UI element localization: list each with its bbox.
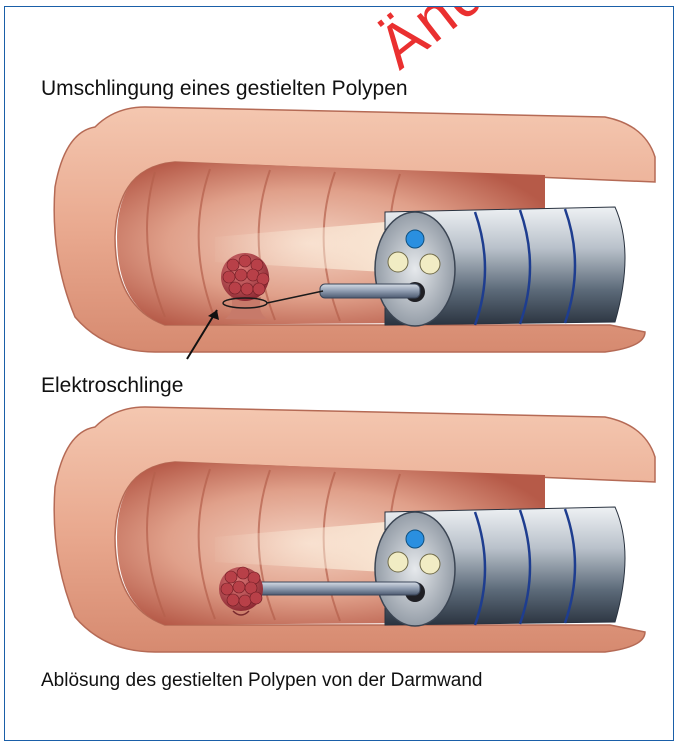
snare-label: Elektroschlinge — [41, 374, 183, 398]
bottom-panel — [54, 407, 655, 652]
top-panel-title: Umschlingung eines gestielten Polypen — [41, 77, 408, 101]
bottom-panel-title: Ablösung des gestielten Polypen von der … — [41, 670, 483, 692]
figure-frame: Umschlingung eines gestielten Polypen El… — [4, 6, 674, 741]
top-panel — [54, 107, 655, 359]
